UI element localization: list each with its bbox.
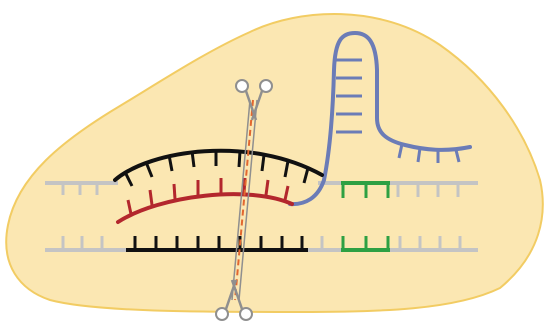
bottom-dna-strand <box>45 236 478 252</box>
target-arc-tick <box>167 154 174 172</box>
guide-rna-tail-tick <box>454 149 461 163</box>
scissors-icon <box>235 79 273 121</box>
target-arc-tick <box>283 160 290 178</box>
cut-guide-left <box>231 99 251 301</box>
scissors-handle-right <box>239 307 253 321</box>
cut-guide-right <box>238 99 258 301</box>
target-arc-tick <box>237 150 242 168</box>
target-arc-tick <box>144 161 154 178</box>
guide-rna-tail-tick <box>397 143 404 159</box>
cell-blob <box>5 13 544 314</box>
scissors-handle-right <box>259 79 273 93</box>
cut-dashed-line <box>234 99 254 301</box>
spacer-rna-arc <box>116 177 294 224</box>
target-arc-tick <box>260 154 266 172</box>
spacer-arc-tick <box>126 199 133 215</box>
target-arc-tick <box>302 167 310 184</box>
guide-rna-backbone <box>288 30 472 207</box>
cut-line <box>231 99 258 301</box>
scissors-icon <box>215 279 253 321</box>
pam-site-top <box>341 181 390 198</box>
target-arc-tick <box>190 150 196 168</box>
target-arc-tick <box>123 171 134 187</box>
guide-rna-scaffold <box>288 30 472 207</box>
target-dna-arc <box>113 148 324 187</box>
spacer-arc-tick <box>264 179 270 196</box>
spacer-arc-tick <box>283 185 290 201</box>
spacer-arc-tick <box>172 183 177 200</box>
scissors-blade-right <box>230 279 244 310</box>
spacer-arc-backbone <box>116 192 294 224</box>
guide-rna-tail-tick <box>416 147 422 163</box>
target-arc-backbone <box>113 148 324 182</box>
scissors-handle-left <box>235 79 249 93</box>
pam-site-bottom <box>341 236 390 252</box>
spacer-arc-tick <box>148 189 154 206</box>
scissors-blade-right <box>250 90 264 121</box>
scissors-handle-left <box>215 307 229 321</box>
